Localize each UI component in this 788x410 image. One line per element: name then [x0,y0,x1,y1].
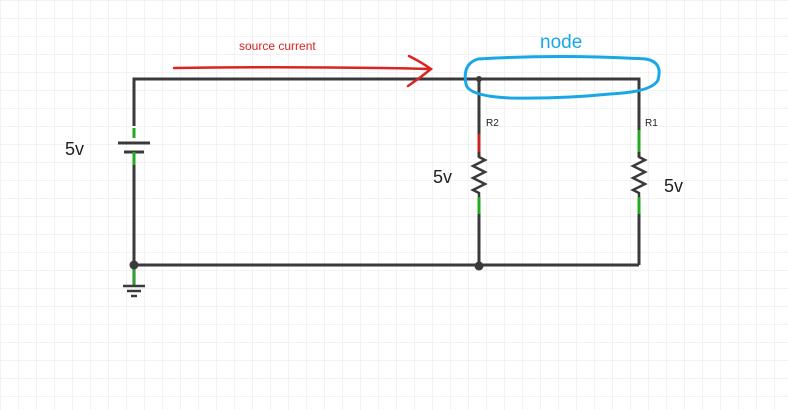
wires [132,77,641,286]
junction-dot-ground [129,260,139,270]
resistor-r2[interactable] [470,134,488,214]
battery[interactable] [118,126,150,165]
r1-voltage-label: 5v [664,176,683,196]
r1-zigzag [630,152,648,197]
source-current-label: source current [239,39,316,53]
source-current-arrow [172,54,434,88]
junction-dot-bottom [474,261,484,271]
ground-symbol [123,268,145,298]
node-highlight-loop [463,55,661,100]
junction-dot-top [476,76,482,82]
node-label: node [540,32,582,53]
r2-zigzag [470,152,488,197]
r1-name-label: R1 [645,118,658,129]
top-wire [132,77,641,157]
r2-voltage-label: 5v [433,167,452,187]
resistor-r1[interactable] [630,130,648,214]
battery-voltage-label: 5v [65,139,84,159]
r2-name-label: R2 [486,118,499,129]
